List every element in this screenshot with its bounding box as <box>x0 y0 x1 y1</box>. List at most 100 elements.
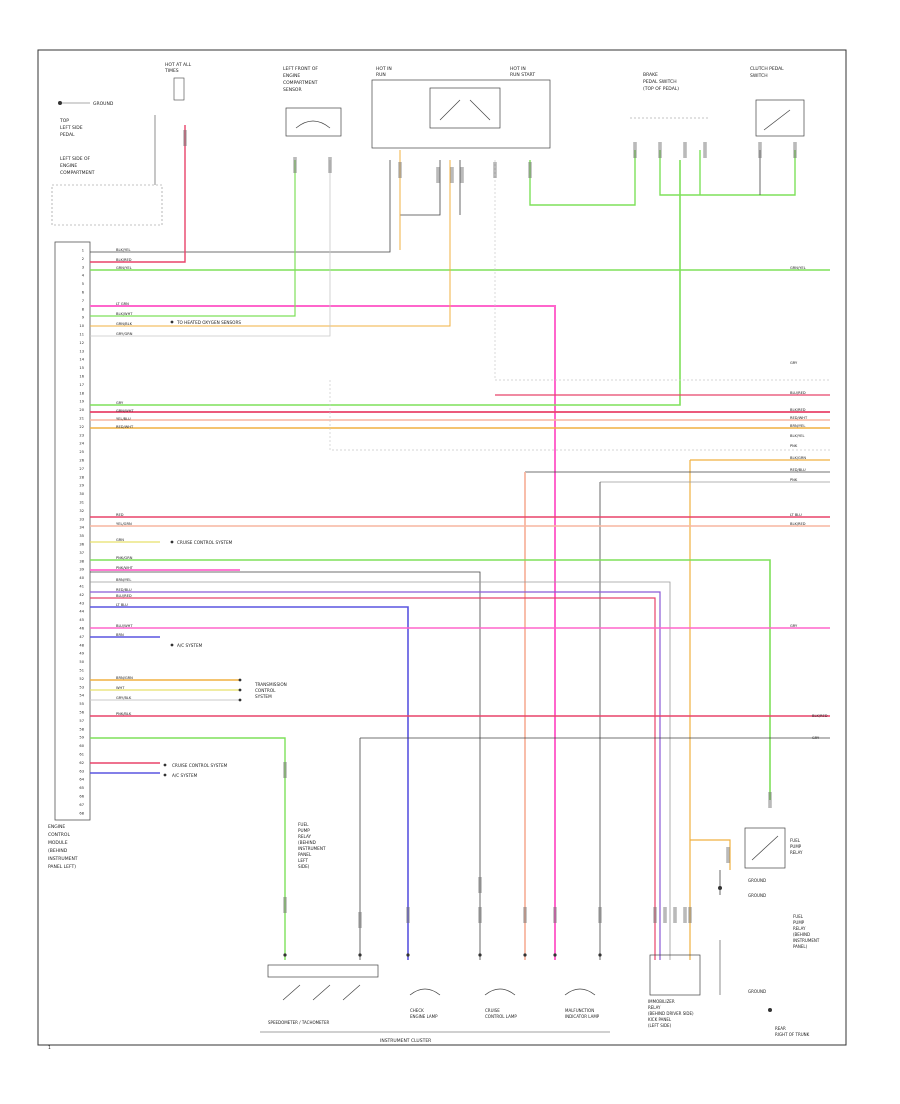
pedal-label: LEFT SIDE <box>60 125 83 131</box>
right-wire-labels: GRN/YELGRYBLU/REDBLK/REDRED/WHTBRN/YELBL… <box>790 266 828 740</box>
pin-label: 55 <box>79 702 84 706</box>
speedometer-box <box>267 964 379 978</box>
pin-label: 33 <box>79 517 84 521</box>
side-text: (BEHIND <box>793 932 810 937</box>
svg-text:SWITCH: SWITCH <box>750 73 768 79</box>
right-wire-label: BLK/GRN <box>790 456 806 460</box>
connector-stub <box>460 167 464 183</box>
wire <box>90 160 331 337</box>
wire-label: LT GRN <box>116 302 129 306</box>
right-wire-label: GRY <box>812 736 820 740</box>
terminal-dot <box>406 953 410 957</box>
connector-stub <box>183 130 187 146</box>
wire <box>90 581 671 960</box>
pin-label: 49 <box>79 652 84 656</box>
right-wire-label: BLU/RED <box>790 391 806 395</box>
pin-label: 39 <box>79 568 84 572</box>
dotted-box-label: LEFT SIDE OF <box>60 156 91 162</box>
svg-text:RUN START: RUN START <box>510 72 535 78</box>
ecm-pin-labels: 1234567891011121314151617181920212223242… <box>79 249 84 816</box>
pin-label: 42 <box>79 593 84 597</box>
wire-harness <box>90 125 830 960</box>
connector-stub <box>478 907 482 923</box>
svg-text:PEDAL SWITCH: PEDAL SWITCH <box>643 79 677 85</box>
pin-label: 18 <box>79 391 84 395</box>
connector-stub <box>523 907 527 923</box>
connector-stub <box>726 847 730 863</box>
ground-label: GROUND <box>748 989 766 994</box>
note: TO HEATED OXYGEN SENSORS <box>176 320 241 325</box>
connector-stub <box>653 907 657 923</box>
terminal-dot <box>358 953 362 957</box>
wire-label: LT BLU <box>116 603 128 607</box>
pin-label: 28 <box>79 475 84 479</box>
bottom-right-relay: FUEL PUMP RELAY GROUND GROUND GROUND FUE… <box>718 827 820 1037</box>
connector-stub <box>358 912 362 928</box>
wire-label: RED/WHT <box>116 425 134 429</box>
pin-label: 13 <box>79 349 84 353</box>
pin-label: 64 <box>79 778 84 782</box>
wire <box>494 160 830 381</box>
fuel-pump-relay-note: FUEL PUMP RELAY (BEHIND INSTRUMENT PANEL… <box>298 822 326 869</box>
ignition-relay-block: HOT IN RUN HOT IN RUN START <box>371 66 551 149</box>
pin-label: 40 <box>79 576 84 580</box>
connector-stub <box>328 157 332 173</box>
right-wire-label: RED/BLU <box>790 468 806 472</box>
svg-text:RELAY: RELAY <box>298 834 312 839</box>
svg-text:(TOP OF PEDAL): (TOP OF PEDAL) <box>643 86 679 92</box>
svg-text:SENSOR: SENSOR <box>283 87 302 93</box>
svg-text:(BEHIND: (BEHIND <box>298 840 316 845</box>
connector-stub <box>633 142 637 158</box>
pin-label: 5 <box>82 282 84 286</box>
wire-label: GRN/YEL <box>116 266 132 270</box>
pin-label: 35 <box>79 534 84 538</box>
note: CONTROL <box>255 688 276 693</box>
wire <box>90 160 681 406</box>
terminal-dot <box>478 953 482 957</box>
pedal-label: TOP <box>59 118 69 124</box>
immobilizer-label: RELAY <box>648 1005 661 1010</box>
note: SYSTEM <box>255 694 272 699</box>
connector-stub <box>283 762 287 778</box>
note: CRUISE CONTROL SYSTEM <box>172 763 228 768</box>
pin-label: 2 <box>82 257 84 261</box>
pin-label: 15 <box>79 366 84 370</box>
right-wire-label: GRY <box>790 624 798 628</box>
note: A/C SYSTEM <box>177 643 203 648</box>
pin-label: 4 <box>82 274 85 278</box>
wire-label: BRN <box>116 633 124 637</box>
svg-text:ENGINE: ENGINE <box>283 73 300 79</box>
pin-label: 43 <box>79 601 84 605</box>
connector-stub <box>293 157 297 173</box>
pin-label: 50 <box>79 660 84 664</box>
pin-label: 68 <box>79 811 84 815</box>
pin-label: 61 <box>79 753 84 757</box>
svg-text:PANEL: PANEL <box>298 852 312 857</box>
pin-label: 25 <box>79 450 84 454</box>
ecm-connector-box <box>54 241 91 821</box>
wire <box>90 606 409 960</box>
pin-label: 12 <box>79 341 84 345</box>
connector-stub <box>528 162 532 178</box>
pin-label: 23 <box>79 433 84 437</box>
pin-label: 48 <box>79 643 84 647</box>
pedal-label: PEDAL <box>60 132 75 138</box>
page-number: 1 <box>48 1045 51 1051</box>
wire-label: BRN/YEL <box>116 578 131 582</box>
ground-label: GROUND <box>748 878 766 883</box>
wire-label: BLK/RED <box>116 258 132 262</box>
side-text: PANEL) <box>793 944 808 949</box>
bottom-devices: SPEEDOMETER / TACHOMETER CHECK ENGINE LA… <box>48 954 701 1051</box>
ground-label: GROUND <box>748 893 766 898</box>
relay-label: FUEL <box>790 838 801 843</box>
wire <box>90 160 296 317</box>
left-front-sensor: LEFT FRONT OF ENGINE COMPARTMENT SENSOR <box>283 66 342 137</box>
connector-stub <box>436 167 440 183</box>
module-label-line: CONTROL <box>48 832 70 838</box>
pin-label: 53 <box>79 685 84 689</box>
pin-label: 3 <box>82 265 84 269</box>
pin-label: 34 <box>79 526 84 530</box>
